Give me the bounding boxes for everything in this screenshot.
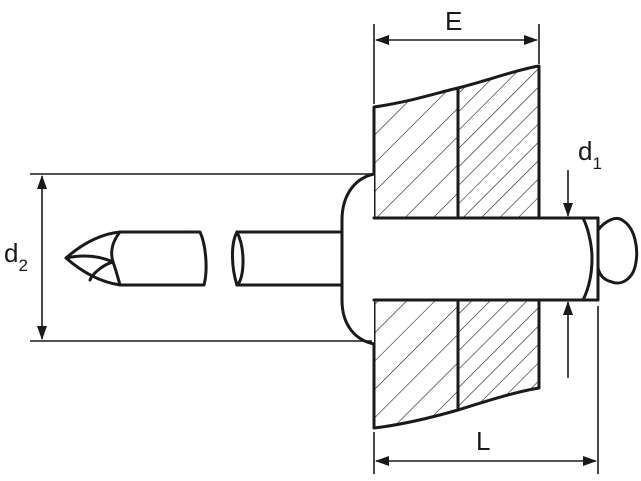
label-d2-sub: 2: [18, 256, 27, 275]
dimension-d1: [545, 170, 585, 378]
label-d1-sub: 1: [592, 154, 601, 173]
rivet-head: [340, 172, 376, 346]
label-d2: d2: [4, 238, 28, 275]
dimension-l: [373, 306, 599, 474]
dimension-e: [373, 24, 540, 104]
rivet-body: [372, 216, 600, 302]
upper-plate-right: [458, 66, 539, 218]
mandrel-shaft: [188, 230, 344, 287]
label-e: E: [445, 6, 462, 36]
lower-plate-right: [458, 300, 539, 410]
mandrel-end: [596, 216, 639, 302]
upper-plate-left: [374, 88, 458, 218]
label-l: L: [476, 426, 490, 456]
mandrel-tip: [64, 230, 208, 287]
lower-plate-left: [374, 300, 458, 428]
label-d1: d1: [578, 136, 602, 173]
dimension-d2: [30, 173, 372, 342]
mandrel-neck: [581, 216, 594, 302]
label-d1-main: d: [578, 136, 592, 166]
label-d2-main: d: [4, 238, 18, 268]
